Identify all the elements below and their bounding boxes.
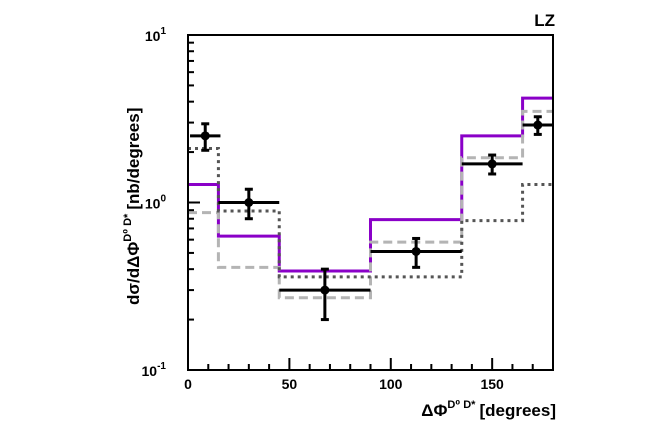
x-axis-title-sup: D⁰ D* [447,399,476,411]
data-point [522,115,553,136]
data-point-marker [533,120,543,130]
histogram-series-dashed [188,109,553,300]
x-axis-title: ΔΦD⁰ D*[degrees] [421,399,556,420]
x-tick-label: 50 [282,376,298,392]
y-axis-title-tail: [nb/degrees] [124,108,143,210]
data-point [218,187,280,221]
y-axis-title: dσ/dΔΦD⁰ D* [nb/degrees] [122,108,143,305]
y-axis-title-sup: D⁰ D* [122,213,134,242]
x-tick-label: 100 [379,376,403,392]
x-axis-title-tail: [degrees] [479,401,556,420]
data-point-marker [244,198,254,207]
y-axis-title-main: dσ/dΔΦ [124,242,143,305]
data-point [190,122,221,152]
data-point [370,236,462,269]
data-point [461,153,523,176]
x-axis-title-main: ΔΦ [421,401,447,420]
corner-label: LZ [534,11,555,30]
axis-ticks-layer [187,34,534,371]
data-point [279,267,371,322]
data-point-marker [200,131,210,141]
axis-labels-layer: 0 50 100 150 10-1 100 101 [142,26,505,392]
histogram-series-dotted [188,147,553,279]
histogram-series-layer [188,96,553,300]
x-tick-label: 150 [480,376,504,392]
y-tick-label: 101 [145,26,167,44]
histogram-series-solid [188,96,553,273]
data-points-layer [190,115,553,322]
y-tick-label: 100 [145,194,167,212]
x-tick-label: 0 [184,376,192,392]
y-tick-label: 10-1 [142,361,167,379]
data-point-marker [487,159,497,169]
data-point-marker [411,246,421,256]
data-point-marker [320,285,330,295]
